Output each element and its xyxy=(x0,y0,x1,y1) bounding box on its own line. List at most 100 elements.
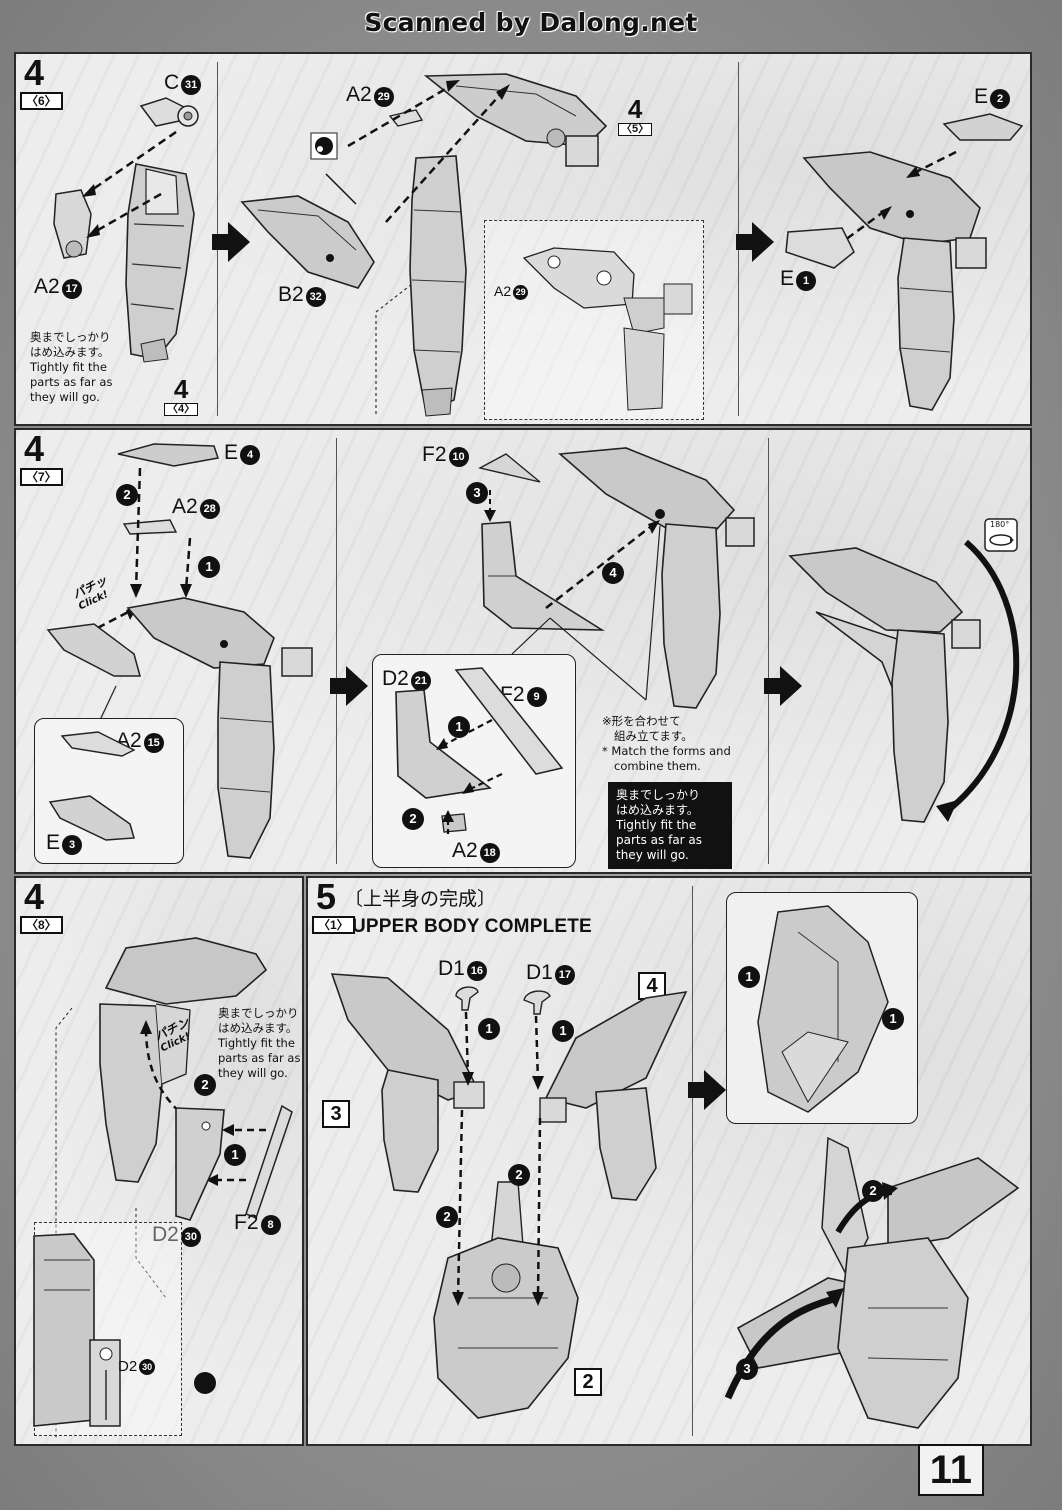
step-number: 4 xyxy=(24,428,45,469)
rotate-label: 180° xyxy=(990,520,1010,529)
step-order-1: 1 xyxy=(882,1008,904,1030)
step-reference-4-4: 4〈4〉 xyxy=(164,376,199,416)
left-arm-assembly-drawing xyxy=(330,973,485,1193)
upper-body-complete-drawing xyxy=(724,1136,1020,1429)
backpack-detail-drawing xyxy=(757,905,889,1113)
section-divider xyxy=(336,438,337,864)
assembly-arrows xyxy=(325,80,510,414)
section-divider xyxy=(692,886,693,1436)
part-a2-15-drawing xyxy=(60,731,136,757)
fit-note: 奥までしっかり はめ込みます。 Tightly fit the parts as… xyxy=(218,1006,301,1080)
watermark: Scanned by Dalong.net xyxy=(364,8,698,37)
step-substep: 〈8〉 xyxy=(20,916,63,934)
step-order-2: 2 xyxy=(862,1180,884,1202)
part-e1-drawing xyxy=(785,227,855,269)
step-number: 5 xyxy=(316,876,337,917)
part-d2-30-drawing xyxy=(175,1107,225,1221)
step-order-1: 1 xyxy=(224,1144,246,1166)
next-step-arrow xyxy=(736,222,774,262)
step-order-2: 2 xyxy=(436,1206,458,1228)
part-d1-17-drawing xyxy=(523,990,551,1015)
callout-3: 3 xyxy=(322,1100,350,1128)
next-step-arrow xyxy=(688,1070,726,1110)
part-c31-drawing xyxy=(139,97,199,127)
step-order-1: 1 xyxy=(448,716,470,738)
step-order-4: 4 xyxy=(602,562,624,584)
shoulder-armor-assembled-drawing xyxy=(423,73,608,167)
assembly-arrows xyxy=(82,130,177,238)
part-d1-16-drawing xyxy=(455,986,479,1011)
part-b2-32-drawing xyxy=(240,195,375,289)
step-order-1: 1 xyxy=(478,1018,500,1040)
arm-rotated-drawing xyxy=(788,539,1020,823)
step-order-2: 2 xyxy=(194,1074,216,1096)
part-f2-10-drawing xyxy=(478,453,541,483)
arm-mid-drawing xyxy=(409,155,467,417)
arm-upper-drawing xyxy=(53,163,195,363)
step-order-1: 1 xyxy=(552,1020,574,1042)
page-number: 11 xyxy=(917,1444,984,1496)
part-e3-drawing xyxy=(46,623,141,677)
assembly-arrows xyxy=(55,1007,266,1438)
assembly-arrows xyxy=(825,150,957,256)
fit-note-dark: 奥までしっかり はめ込みます。 Tightly fit the parts as… xyxy=(608,782,732,869)
part-e2-drawing xyxy=(942,113,1024,141)
match-forms-note: ※形を合わせて 組み立てます。 * Match the forms and co… xyxy=(602,714,731,773)
section-title-en: UPPER BODY COMPLETE xyxy=(352,916,592,937)
step-order-2: 2 xyxy=(402,808,424,830)
step-number: 4 xyxy=(24,52,45,93)
step-reference-4-5: 4〈5〉 xyxy=(618,96,653,136)
part-e3-inset-drawing xyxy=(48,795,135,841)
black-dot-marker xyxy=(310,132,338,160)
rotate-180-icon xyxy=(984,518,1018,552)
torso-drawing xyxy=(433,1181,579,1419)
part-f2-8-drawing xyxy=(245,1104,293,1219)
arm-stage3-drawing xyxy=(558,447,755,709)
wing-fin-drawing xyxy=(481,521,605,631)
next-step-arrow xyxy=(212,222,250,262)
step-substep: 〈6〉 xyxy=(20,92,63,110)
section-divider xyxy=(768,438,769,864)
arm-stage4-drawing xyxy=(99,937,268,1183)
section-title-jp: 〔上半身の完成〕 xyxy=(344,888,497,910)
step-order-2 xyxy=(194,1372,216,1394)
arm-completed-drawing xyxy=(802,151,987,411)
shoulder-detail-drawing xyxy=(522,247,693,411)
step-substep: 〈1〉 xyxy=(312,916,355,934)
next-step-arrow xyxy=(330,666,368,706)
callout-2: 2 xyxy=(574,1368,602,1396)
arm-stage2-drawing xyxy=(126,597,313,859)
step-order-2: 2 xyxy=(508,1164,530,1186)
assembly-arrows xyxy=(484,490,661,701)
next-step-arrow xyxy=(764,666,802,706)
step-order-3: 3 xyxy=(736,1358,758,1380)
step-order-3: 3 xyxy=(466,482,488,504)
step-substep: 〈7〉 xyxy=(20,468,63,486)
step-order-2: 2 xyxy=(116,484,138,506)
part-e4-drawing xyxy=(117,443,219,467)
shoulder-closeup-drawing xyxy=(33,1233,121,1427)
step-order-1: 1 xyxy=(738,966,760,988)
step-number: 4 xyxy=(24,876,45,917)
step-order-1: 1 xyxy=(198,556,220,578)
